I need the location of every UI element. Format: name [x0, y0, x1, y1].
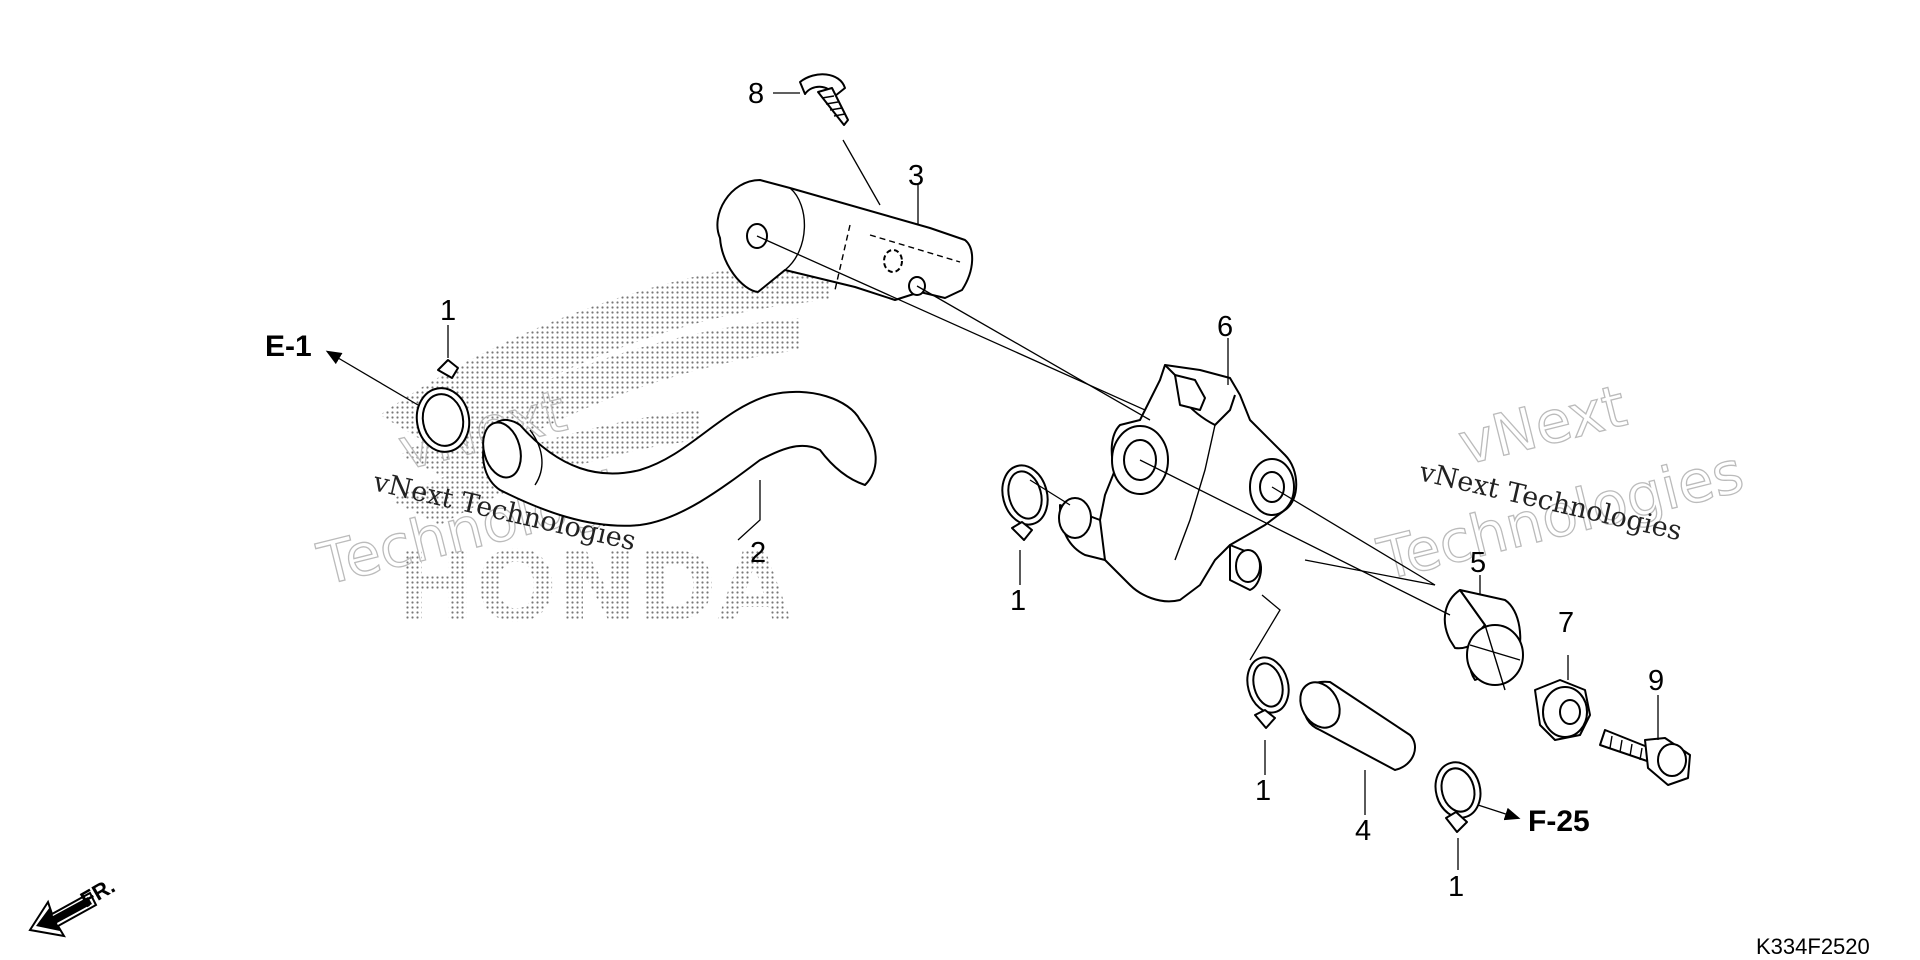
callout-part-1: 1	[440, 295, 456, 327]
part-1-clip-b	[1001, 464, 1049, 541]
ref-label-e1: E-1	[265, 330, 312, 363]
arrow-to-f25	[1477, 804, 1521, 821]
part-2-hose	[482, 390, 877, 527]
callout-part-8: 8	[748, 78, 764, 110]
part-9-bolt	[1599, 729, 1691, 786]
part-1-clip-d	[1434, 761, 1482, 833]
part-6-valve	[1058, 364, 1298, 603]
brand-wordmark: HONDA	[395, 531, 791, 643]
watermark-line1: vNext	[1452, 372, 1633, 479]
part-5-grommet	[1443, 589, 1524, 691]
watermark-right: vNext Technologies vNext Technologies	[1370, 371, 1750, 595]
part-3-bracket	[716, 179, 974, 301]
callout-part-1: 1	[1255, 775, 1271, 807]
part-1-clip-c	[1246, 656, 1290, 729]
arrow-to-e1	[325, 350, 419, 406]
part-1-clip-a	[415, 359, 471, 453]
part-8-screw	[799, 73, 849, 126]
callout-part-3: 3	[908, 160, 924, 192]
part-7-collar	[1534, 679, 1591, 741]
callout-part-5: 5	[1470, 547, 1486, 579]
callout-part-1: 1	[1448, 871, 1464, 903]
callout-part-2: 2	[750, 537, 766, 569]
diagram-code: K334F2520	[1756, 934, 1870, 959]
part-4-tube	[1299, 680, 1416, 771]
callout-part-7: 7	[1558, 607, 1574, 639]
callout-part-9: 9	[1648, 665, 1664, 697]
leader-lines	[447, 92, 1659, 870]
callout-part-4: 4	[1355, 815, 1371, 847]
wing-stripe	[380, 255, 830, 445]
ref-label-f25: F-25	[1528, 805, 1590, 838]
front-direction-arrow-icon	[28, 891, 98, 938]
callout-part-6: 6	[1217, 311, 1233, 343]
callout-part-1: 1	[1010, 585, 1026, 617]
